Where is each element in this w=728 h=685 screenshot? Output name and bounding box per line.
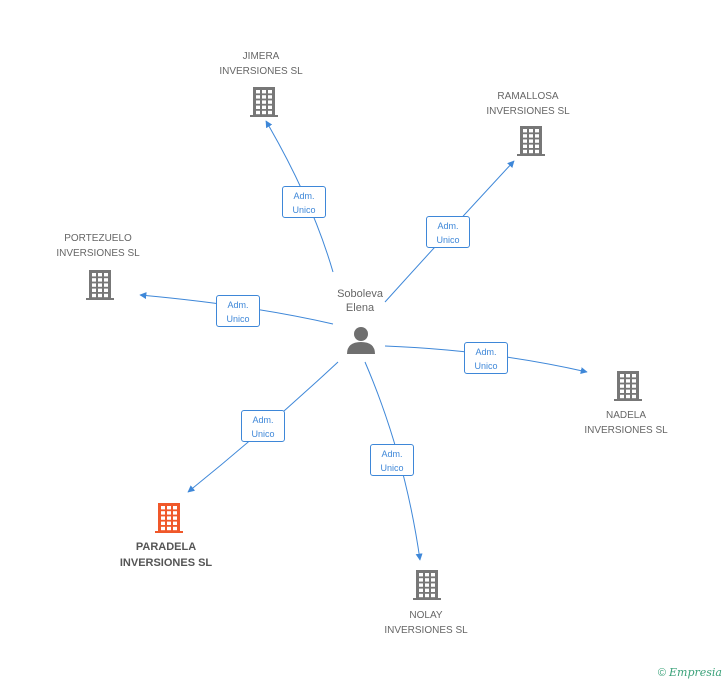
edge-label-portezuelo: Adm.Unico bbox=[216, 295, 260, 327]
company-label-ramallosa[interactable]: RAMALLOSA INVERSIONES SL bbox=[486, 89, 569, 119]
company-name-portezuelo: PORTEZUELO bbox=[64, 233, 132, 244]
building-icon-nolay[interactable] bbox=[413, 570, 441, 600]
company-name-ramallosa: RAMALLOSA bbox=[497, 91, 559, 102]
company-label-portezuelo[interactable]: PORTEZUELO INVERSIONES SL bbox=[56, 231, 139, 261]
building-icon-nadela[interactable] bbox=[614, 371, 642, 401]
copyright-icon: © bbox=[657, 667, 666, 679]
company-type-nolay: INVERSIONES SL bbox=[384, 625, 468, 636]
company-name-jimera: JIMERA bbox=[242, 51, 280, 62]
company-name-paradela: PARADELA bbox=[135, 541, 197, 553]
edge-label-ramallosa: Adm.Unico bbox=[426, 216, 470, 248]
credit[interactable]: © Empresia bbox=[658, 666, 722, 679]
person-icon[interactable] bbox=[347, 327, 375, 354]
company-type-paradela: INVERSIONES SL bbox=[119, 557, 213, 569]
company-type-portezuelo: INVERSIONES SL bbox=[56, 248, 140, 259]
company-label-nadela[interactable]: NADELA INVERSIONES SL bbox=[584, 408, 667, 438]
company-label-nolay[interactable]: NOLAY INVERSIONES SL bbox=[384, 608, 467, 638]
company-label-paradela[interactable]: PARADELA INVERSIONES SL bbox=[120, 539, 212, 571]
person-name-line2: Elena bbox=[345, 302, 375, 314]
company-name-nadela: NADELA bbox=[605, 410, 647, 421]
edge-label-nolay: Adm.Unico bbox=[370, 444, 414, 476]
company-type-jimera: INVERSIONES SL bbox=[219, 66, 303, 77]
company-type-ramallosa: INVERSIONES SL bbox=[486, 106, 570, 117]
person-name[interactable]: Soboleva Elena bbox=[337, 287, 383, 315]
brand-logo: Empresia bbox=[669, 666, 722, 679]
building-icon-paradela[interactable] bbox=[155, 503, 183, 533]
company-name-nolay: NOLAY bbox=[409, 610, 443, 621]
building-icon-jimera[interactable] bbox=[250, 87, 278, 117]
edge-label-paradela: Adm.Unico bbox=[241, 410, 285, 442]
edge-label-nadela: Adm.Unico bbox=[464, 342, 508, 374]
building-icon-ramallosa[interactable] bbox=[517, 126, 545, 156]
company-label-jimera[interactable]: JIMERA INVERSIONES SL bbox=[219, 49, 302, 79]
edge-label-jimera: Adm.Unico bbox=[282, 186, 326, 218]
person-name-line1: Soboleva bbox=[337, 288, 383, 300]
building-icon-portezuelo[interactable] bbox=[86, 270, 114, 300]
company-type-nadela: INVERSIONES SL bbox=[584, 425, 668, 436]
